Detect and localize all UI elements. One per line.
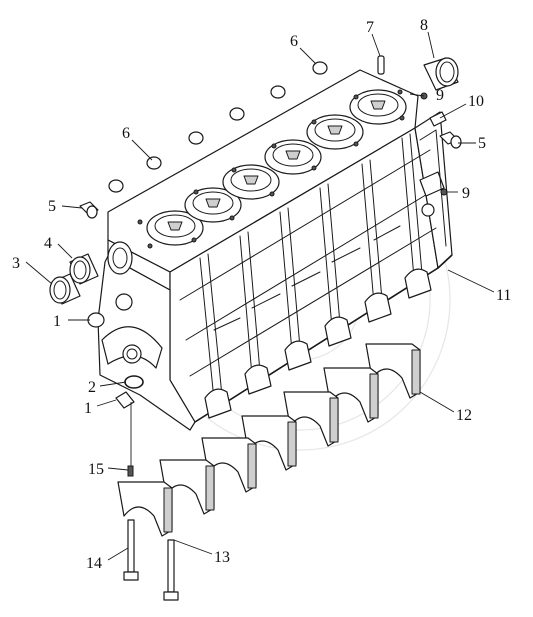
main-bearing-caps bbox=[117, 343, 421, 537]
callout-6-upper: 6 bbox=[290, 33, 298, 50]
main-bearing-webs bbox=[204, 268, 432, 419]
head-bolt-holes bbox=[137, 89, 405, 249]
callout-6-lower: 6 bbox=[122, 125, 130, 142]
cam-bushing-rear bbox=[423, 57, 459, 91]
callout-12: 12 bbox=[456, 407, 472, 424]
callout-14: 14 bbox=[86, 555, 102, 572]
cylinder-block bbox=[97, 69, 453, 431]
callout-7: 7 bbox=[366, 19, 374, 36]
callout-10: 10 bbox=[468, 93, 484, 110]
callout-numbers: 1 1 2 3 4 5 5 6 6 7 8 9 9 10 11 12 13 14… bbox=[12, 17, 511, 572]
rear-sensor bbox=[429, 111, 447, 127]
callout-9-lower: 9 bbox=[462, 185, 470, 202]
core-plugs-top bbox=[108, 61, 328, 193]
main-bearing-bolts bbox=[123, 519, 179, 601]
callout-4: 4 bbox=[44, 235, 52, 252]
cylinder-bores bbox=[146, 89, 407, 246]
callout-5-right: 5 bbox=[478, 135, 486, 152]
callout-1-upper: 1 bbox=[53, 313, 61, 330]
callout-9-upper: 9 bbox=[436, 87, 444, 104]
rear-features bbox=[419, 129, 447, 247]
leader-lines bbox=[25, 31, 495, 561]
pan-rail bbox=[194, 254, 453, 423]
callout-1-lower: 1 bbox=[84, 400, 92, 417]
callout-5-left: 5 bbox=[48, 198, 56, 215]
callout-2: 2 bbox=[88, 379, 96, 396]
side-wall-ribs bbox=[179, 133, 437, 401]
cam-bushings-front bbox=[49, 253, 99, 305]
dowel-pin bbox=[377, 55, 385, 75]
callout-13: 13 bbox=[214, 549, 230, 566]
front-timing-features bbox=[101, 241, 163, 369]
callout-11: 11 bbox=[496, 287, 511, 304]
plugs-front bbox=[87, 312, 135, 409]
threaded-plugs bbox=[79, 131, 462, 219]
callout-8: 8 bbox=[420, 17, 428, 34]
cap-pin bbox=[127, 465, 134, 477]
callout-15: 15 bbox=[88, 461, 104, 478]
callout-3: 3 bbox=[12, 255, 20, 272]
